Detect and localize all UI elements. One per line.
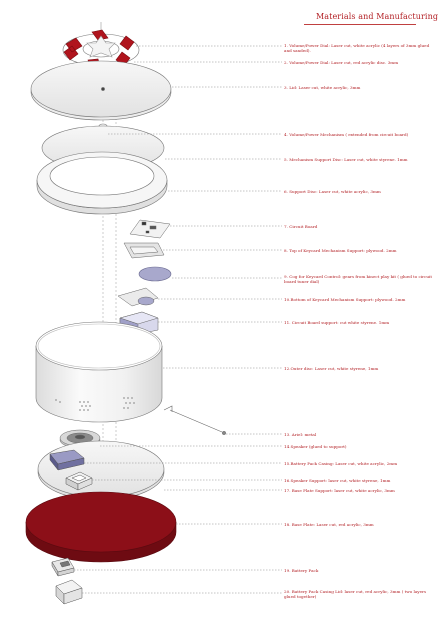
label-speaker: 14.Speaker (glued to support) — [284, 444, 347, 449]
label-keycard-support-bottom: 10.Bottom of Keycard Mechanism Support: … — [284, 297, 406, 302]
label-speaker-support: 16.Speaker Support: laser cut, white sty… — [284, 478, 391, 483]
part-support-disc — [36, 151, 168, 215]
label-battery-pack: 19. Battery Pack — [284, 568, 319, 573]
label-keycard-support-top: 8. Top of Keycard Mechanism Support: ply… — [284, 248, 397, 253]
part-circuit-board — [129, 219, 171, 239]
label-mechanism-support-disc: 5. Mechanism Support Disc: Laser cut, wh… — [284, 157, 408, 162]
label-lid: 3. Lid: Laser cut, white acrylic, 3mm — [284, 85, 361, 90]
title-underline — [304, 24, 416, 25]
label-support-disc: 6. Support Disc: Laser cut, white acryli… — [284, 189, 381, 194]
part-keycard-cog — [138, 266, 172, 282]
part-base-plate-support — [37, 440, 165, 501]
leader-lines — [74, 45, 282, 594]
part-keycard-support-bottom — [117, 287, 159, 307]
part-battery-casing-lid — [55, 579, 83, 605]
part-keycard-support-top — [123, 242, 165, 259]
part-speaker-support — [65, 471, 93, 491]
label-outer-disc: 12.Outer disc: Laser cut, white styrene,… — [284, 366, 379, 371]
label-battery-casing: 15.Battery Pack Casing: Laser cut, white… — [284, 461, 398, 466]
band-speaker-holes — [55, 397, 135, 411]
part-lid — [30, 60, 172, 121]
label-volume-mechanism: 4. Volume/Power Mechanism ( extended fro… — [284, 132, 409, 137]
label-volume-dial-white: 1. Volume/Power Dial: Laser cut, white a… — [284, 43, 430, 53]
dial-star — [86, 35, 116, 58]
part-volume-dial-white — [62, 22, 140, 69]
label-ariel: 13. Ariel: metal — [284, 432, 317, 437]
label-keycard-cog: 9. Cog for Keycard Control: gears from k… — [284, 274, 432, 284]
label-base-plate: 18. Base Plate: Laser cut, red acrylic, … — [284, 522, 374, 527]
label-circuit-board-support: 11. Circuit Board support: cut white sty… — [284, 320, 390, 325]
part-ariel — [163, 405, 226, 435]
label-base-plate-support: 17. Base Plate Support: laser cut, white… — [284, 488, 395, 493]
label-battery-casing-lid: 20. Battery Pack Casing Lid: laser cut, … — [284, 589, 427, 599]
part-battery-casing — [49, 449, 85, 471]
diagram-title: Materials and Manufacturing — [316, 12, 438, 21]
part-base-plate-red — [25, 491, 177, 563]
part-outer-disc-band — [35, 321, 163, 423]
part-battery-pack — [51, 557, 75, 577]
label-volume-dial-red: 2. Volume/Power Dial: Laser cut, red acr… — [284, 60, 399, 65]
dial-red-segments — [63, 29, 135, 69]
label-circuit-board: 7. Circuit Board — [284, 224, 318, 229]
